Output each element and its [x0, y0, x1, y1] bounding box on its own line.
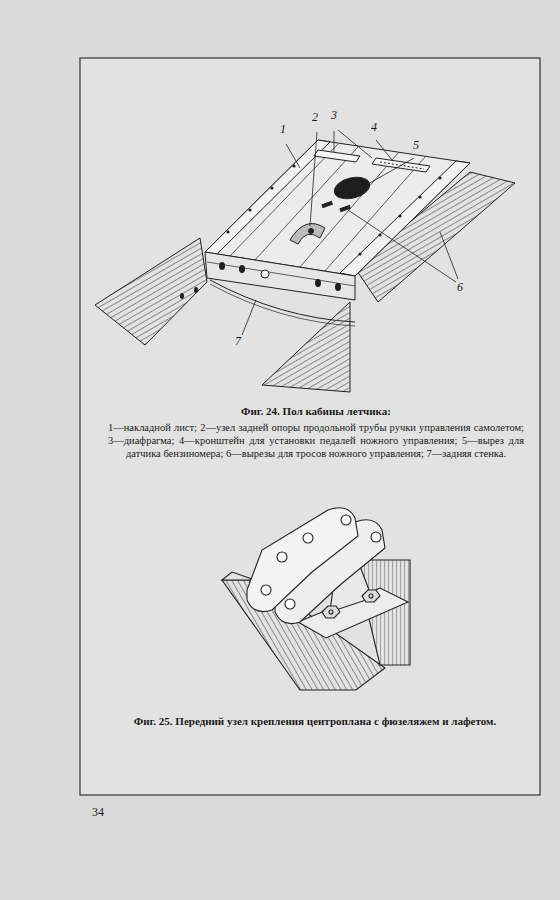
figure-title: Фиг. 24. Пол кабины летчика:: [110, 405, 522, 419]
leader-lines: [242, 130, 458, 335]
figure-legend: 1—накладной лист; 2—узел задней опоры пр…: [108, 421, 524, 460]
page-frame: [80, 58, 540, 795]
callout-number: 5: [408, 138, 424, 153]
callout-number: 6: [452, 280, 468, 295]
attachment-fitting-drawing: [222, 508, 410, 690]
figure-caption: Фиг. 25. Передний узел крепления центроп…: [100, 715, 530, 729]
callout-number: 4: [366, 120, 382, 135]
callout-number: 7: [230, 334, 246, 349]
page-number: 34: [92, 805, 122, 820]
callout-number: 1: [275, 122, 291, 137]
callout-number: 3: [326, 108, 342, 123]
cockpit-floor-drawing: [95, 140, 515, 392]
callout-number: 2: [307, 110, 323, 125]
